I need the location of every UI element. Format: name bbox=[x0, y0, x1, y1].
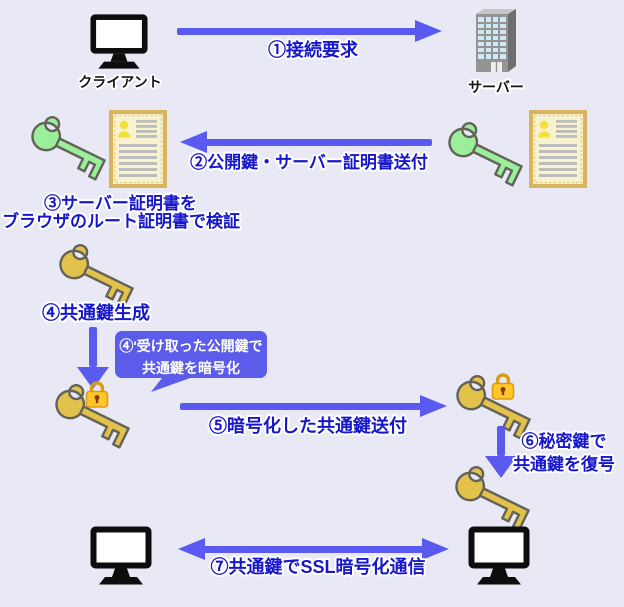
arrow-bar bbox=[203, 546, 424, 553]
step3-label-line2: ブラウザのルート証明書で検証 bbox=[2, 212, 240, 231]
arrow-head bbox=[420, 395, 447, 417]
step4-label: ④共通鍵生成 bbox=[42, 303, 150, 323]
step1-arrow-right-icon bbox=[177, 20, 442, 43]
step2-label: ②公開鍵・サーバー証明書送付 bbox=[190, 153, 428, 172]
padlock-icon bbox=[490, 371, 516, 401]
step5-arrow-right-icon bbox=[180, 395, 447, 418]
arrow-head bbox=[178, 538, 205, 560]
padlock-icon bbox=[84, 379, 110, 409]
arrow-head bbox=[180, 131, 207, 153]
step6-label-line1: ⑥秘密鍵で bbox=[521, 432, 607, 451]
arrow-bar bbox=[497, 426, 505, 456]
step5-label: ⑤暗号化した共通鍵送付 bbox=[209, 416, 407, 436]
step6-label-line2: 共通鍵を復号 bbox=[513, 455, 615, 474]
step6-label: ⑥秘密鍵で 共通鍵を復号 bbox=[506, 430, 622, 476]
client-monitor-icon bbox=[88, 524, 154, 586]
step2-arrow-left-icon bbox=[180, 131, 432, 154]
arrow-head bbox=[415, 20, 442, 42]
step1-label: ①接続要求 bbox=[268, 40, 358, 60]
public-key-icon bbox=[26, 116, 110, 186]
arrow-bar bbox=[180, 403, 422, 410]
public-key-icon bbox=[443, 122, 527, 192]
server-label: サーバー bbox=[468, 79, 524, 95]
arrow-bar bbox=[177, 28, 417, 35]
step4b-label-line2: 共通鍵を暗号化 bbox=[142, 359, 240, 376]
step7-label: ⑦共通鍵でSSL暗号化通信 bbox=[210, 557, 426, 577]
server-certificate-icon bbox=[109, 110, 167, 188]
server-monitor-icon bbox=[466, 524, 532, 586]
arrow-bar bbox=[89, 327, 97, 367]
server-certificate-icon bbox=[529, 110, 587, 188]
arrow-bar bbox=[205, 139, 432, 146]
step7-arrow-double-icon bbox=[178, 538, 449, 561]
step4b-label-line1: ④'受け取った公開鍵で bbox=[119, 338, 263, 354]
server-building-icon bbox=[467, 4, 525, 76]
step6-arrow-down-icon bbox=[485, 426, 517, 478]
client-monitor-icon bbox=[88, 12, 150, 70]
arrow-head bbox=[422, 538, 449, 560]
step3-label-line1: ③サーバー証明書を bbox=[44, 194, 197, 213]
client-label: クライアント bbox=[78, 74, 162, 90]
arrow-head bbox=[485, 456, 517, 478]
step4b-callout: ④'受け取った公開鍵で 共通鍵を暗号化 bbox=[115, 331, 267, 392]
